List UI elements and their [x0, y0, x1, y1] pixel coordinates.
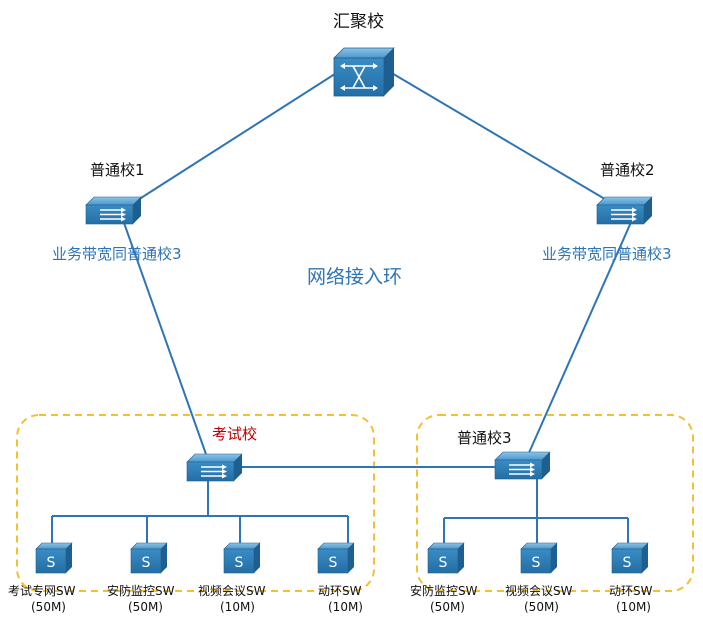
exam-access-switch-icon-2: S — [130, 542, 168, 574]
svg-text:S: S — [439, 555, 448, 571]
ring-links — [122, 71, 633, 468]
exam-switch-4-name: 动环SW — [318, 584, 362, 598]
svg-text:S: S — [623, 555, 632, 571]
exam-access-switch-icon-1: S — [35, 542, 73, 574]
core-node-label: 汇聚校 — [333, 12, 384, 32]
school3-switch-2-bandwidth: (50M) — [524, 600, 559, 614]
school3-access-tree — [443, 478, 629, 545]
exam-switch-1-bandwidth: (50M) — [31, 600, 66, 614]
exam-access-switch-icon-3: S — [223, 542, 261, 574]
school3-router-icon — [494, 451, 551, 480]
school3-switch-3-name: 动环SW — [609, 584, 653, 598]
exam-access-tree — [51, 478, 349, 545]
school3-access-switch-icon-1: S — [427, 542, 465, 574]
link-school2-school3 — [527, 219, 633, 456]
exam-school-router-icon — [186, 453, 243, 482]
school1-router-icon — [85, 196, 142, 225]
svg-text:S: S — [235, 555, 244, 571]
link-school1-exam — [122, 219, 208, 458]
svg-text:S: S — [532, 555, 541, 571]
school2-label: 普通校2 — [600, 161, 655, 179]
school3-switch-1-name: 安防监控SW — [410, 584, 478, 598]
exam-school-label: 考试校 — [212, 425, 258, 443]
school1-label: 普通校1 — [90, 161, 145, 179]
school3-switch-1-bandwidth: (50M) — [430, 600, 465, 614]
svg-text:S: S — [47, 555, 56, 571]
school3-access-switch-icon-2: S — [520, 542, 558, 574]
school3-switch-2-name: 视频会议SW — [505, 584, 573, 598]
school3-access-switch-icon-3: S — [611, 542, 649, 574]
link-core-school2 — [389, 71, 616, 206]
school1-bandwidth-note: 业务带宽同普通校3 — [52, 245, 182, 263]
link-core-school1 — [129, 71, 339, 206]
ring-label: 网络接入环 — [307, 266, 403, 288]
exam-switch-3-name: 视频会议SW — [198, 584, 266, 598]
school3-label: 普通校3 — [457, 429, 512, 447]
exam-switch-3-bandwidth: (10M) — [220, 600, 255, 614]
core-switch-icon — [333, 47, 395, 97]
school2-router-icon — [596, 196, 653, 225]
school3-switch-3-bandwidth: (10M) — [616, 600, 651, 614]
school2-bandwidth-note: 业务带宽同普通校3 — [542, 245, 672, 263]
exam-switch-2-bandwidth: (50M) — [128, 600, 163, 614]
exam-access-switch-icon-4: S — [317, 542, 355, 574]
exam-switch-1-name: 考试专网SW — [8, 584, 76, 598]
svg-text:S: S — [329, 555, 338, 571]
exam-school-group — [16, 414, 375, 592]
exam-switch-4-bandwidth: (10M) — [328, 600, 363, 614]
exam-switch-2-name: 安防监控SW — [107, 584, 175, 598]
svg-text:S: S — [142, 555, 151, 571]
